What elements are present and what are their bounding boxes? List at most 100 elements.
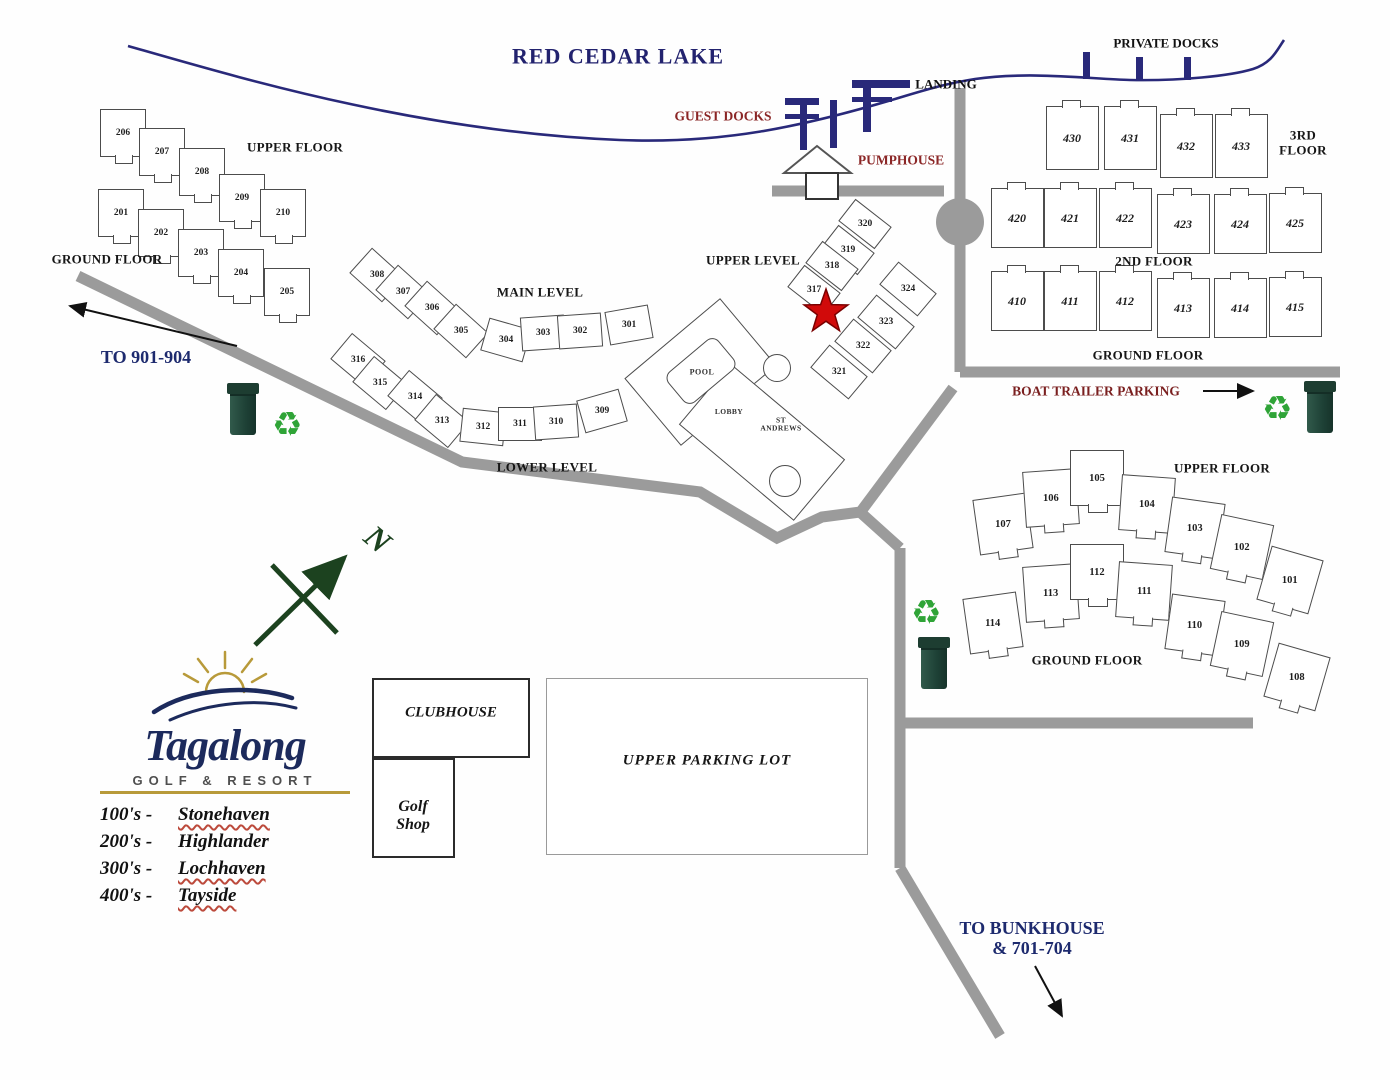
unit-number: 323 <box>878 317 894 327</box>
unit-number: 205 <box>279 287 295 297</box>
unit-number: 107 <box>995 518 1011 530</box>
unit-number: 316 <box>350 355 366 365</box>
unit-number: 111 <box>1136 585 1152 597</box>
unit-number: 303 <box>535 328 551 338</box>
unit-number: 415 <box>1286 299 1304 314</box>
unit-205: 205 <box>264 268 310 323</box>
unit-number: 105 <box>1089 472 1105 484</box>
unit-433: 433 <box>1214 108 1268 178</box>
unit-number: 424 <box>1231 216 1249 231</box>
recycle-icon: ♻ <box>272 405 303 445</box>
unit-number: 431 <box>1121 130 1139 145</box>
legend-entry: 300's - Lochhaven <box>100 858 350 880</box>
unit-111: 111 <box>1115 561 1173 621</box>
unit-420: 420 <box>990 182 1044 248</box>
brand-subtitle: GOLF & RESORT <box>132 773 318 788</box>
legend-code: 400's - <box>100 885 153 906</box>
recycle-icon: ♻ <box>1262 389 1293 429</box>
unit-number: 201 <box>113 208 129 218</box>
unit-number: 320 <box>857 219 873 229</box>
golf-shop-line2: Shop <box>396 816 430 833</box>
unit-number: 106 <box>1043 492 1059 504</box>
unit-number: 306 <box>424 303 440 313</box>
st-andrews-line1: ST <box>776 415 786 425</box>
unit-432: 432 <box>1159 108 1213 178</box>
unit-310: 310 <box>532 403 580 441</box>
unit-201: 201 <box>98 189 144 244</box>
unit-208: 208 <box>179 148 225 203</box>
turnaround-circle <box>769 465 801 497</box>
unit-number: 109 <box>1234 638 1250 650</box>
trash-bin-icon <box>1303 381 1337 435</box>
road-upper-level <box>857 384 958 514</box>
golf-shop-building <box>372 758 455 858</box>
legend-entry: 400's - Tayside <box>100 885 350 907</box>
guest-docks-label: GUEST DOCKS <box>674 108 772 124</box>
to-bunkhouse-label: TO BUNKHOUSE & 701-704 <box>959 918 1104 958</box>
unit-number: 412 <box>1116 293 1134 308</box>
stonehaven-ground-floor-label: GROUND FLOOR <box>1031 652 1143 668</box>
unit-425: 425 <box>1268 187 1322 253</box>
compass <box>253 554 348 647</box>
st-andrews-line2: ANDREWS <box>760 424 802 433</box>
unit-number: 208 <box>194 167 210 177</box>
lower-level-label: LOWER LEVEL <box>496 459 598 475</box>
pumphouse-label: PUMPHOUSE <box>857 152 945 168</box>
highlander-ground-floor-label: GROUND FLOOR <box>51 251 163 267</box>
unit-number: 113 <box>1043 587 1059 599</box>
unit-412: 412 <box>1098 265 1152 331</box>
unit-114: 114 <box>962 591 1024 655</box>
unit-number: 311 <box>513 419 527 429</box>
brand-rule <box>100 791 350 794</box>
lake-title: RED CEDAR LAKE <box>511 43 725 69</box>
tayside-3rd-floor-label: 3RD FLOOR <box>1279 128 1327 157</box>
unit-number: 309 <box>594 406 610 416</box>
unit-410: 410 <box>990 265 1044 331</box>
unit-number: 207 <box>154 147 170 157</box>
unit-number: 114 <box>985 617 1001 629</box>
unit-number: 410 <box>1008 293 1026 308</box>
unit-210: 210 <box>260 189 306 244</box>
private-docks-label: PRIVATE DOCKS <box>1113 35 1219 51</box>
recycle-icon: ♻ <box>911 593 942 633</box>
unit-number: 430 <box>1063 130 1081 145</box>
resort-logo-icon <box>151 650 298 722</box>
unit-number: 313 <box>434 416 450 426</box>
legend-entry: 100's - Stonehaven <box>100 804 350 826</box>
unit-number: 110 <box>1187 619 1203 631</box>
unit-number: 112 <box>1089 566 1105 578</box>
unit-number: 101 <box>1282 574 1298 586</box>
road-bunkhouse <box>895 865 1005 1039</box>
upper-level-label: UPPER LEVEL <box>706 252 800 268</box>
unit-number: 307 <box>395 287 411 297</box>
unit-number: 302 <box>572 326 588 336</box>
legend-name: Tayside <box>178 885 237 906</box>
lobby-label: LOBBY <box>714 406 744 416</box>
legend-code: 300's - <box>100 858 153 879</box>
compass-north-label: N <box>357 517 400 561</box>
road-west <box>75 271 904 553</box>
unit-411: 411 <box>1043 265 1097 331</box>
trash-bin-icon <box>226 383 260 437</box>
unit-number: 312 <box>475 422 491 432</box>
unit-number: 411 <box>1061 293 1079 308</box>
tayside-2nd-floor-label: 2ND FLOOR <box>1115 253 1193 269</box>
unit-number: 104 <box>1139 498 1155 510</box>
unit-number: 421 <box>1061 210 1079 225</box>
landing-label: LANDING <box>915 76 977 92</box>
unit-423: 423 <box>1156 188 1210 254</box>
pool-label: POOL <box>689 367 715 377</box>
unit-302: 302 <box>556 312 604 350</box>
unit-number: 319 <box>840 245 856 255</box>
stonehaven-upper-floor-label: UPPER FLOOR <box>1173 460 1271 476</box>
st-andrews-label: ST ANDREWS <box>760 415 802 434</box>
roundabout <box>936 198 984 246</box>
legend-code: 100's - <box>100 804 153 825</box>
unit-number: 103 <box>1187 522 1203 534</box>
legend-name: Lochhaven <box>178 858 266 879</box>
arrow-to-901 <box>68 301 238 347</box>
boat-trailer-parking-label: BOAT TRAILER PARKING <box>1012 383 1180 399</box>
unit-number: 420 <box>1008 210 1026 225</box>
legend-name: Stonehaven <box>178 804 270 825</box>
golf-shop-line1: Golf <box>398 798 428 816</box>
